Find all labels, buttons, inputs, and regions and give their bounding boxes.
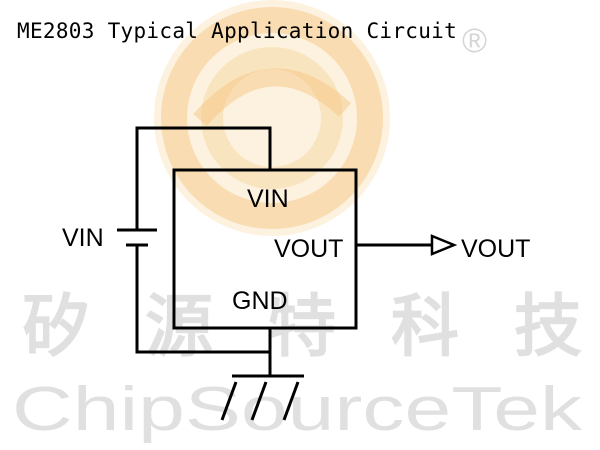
wire-vin-top: [135, 126, 272, 232]
diagram-title: ME2803 Typical Application Circuit: [17, 19, 458, 43]
output-arrow-icon: [430, 234, 458, 256]
battery-icon: [117, 228, 157, 247]
watermark-logo: [154, 0, 390, 236]
ground-icon: [220, 374, 304, 421]
chip-pin-vout-label: VOUT: [274, 235, 343, 263]
chip-pin-gnd-label: GND: [232, 287, 288, 315]
wire-bottom-return: [135, 243, 272, 354]
chip-body: [172, 168, 358, 330]
chip-pin-vin-label: VIN: [247, 185, 289, 213]
input-vin-label: VIN: [62, 224, 104, 252]
circuit-wires: [135, 126, 434, 378]
output-vout-label: VOUT: [461, 235, 530, 263]
watermark-registered-mark: ®: [462, 22, 487, 60]
